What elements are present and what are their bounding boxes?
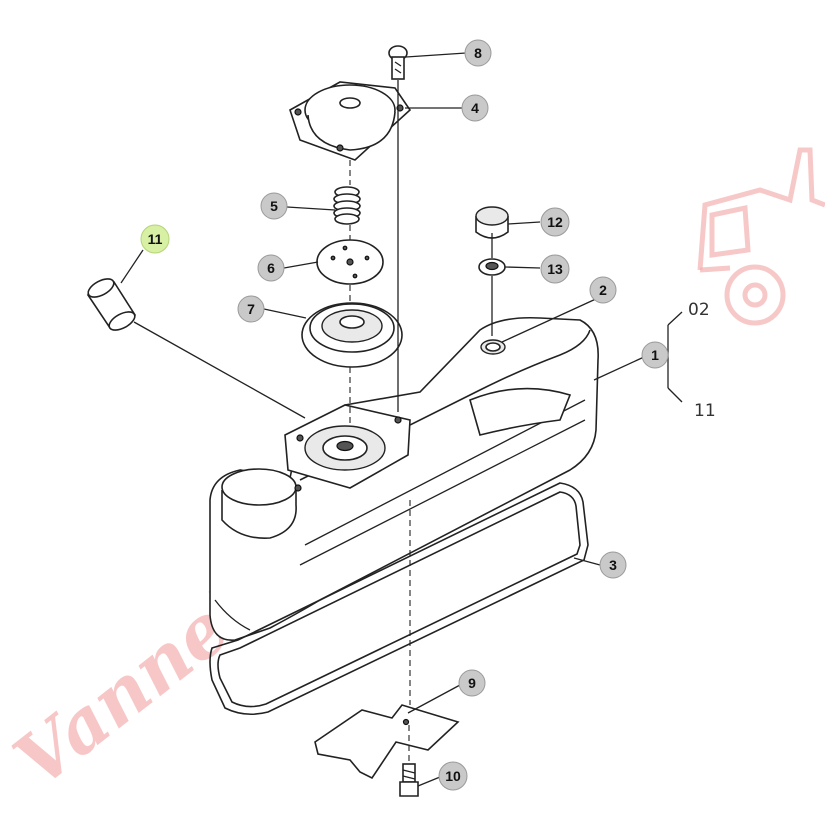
part-11-pipe: [86, 278, 137, 331]
callout-4[interactable]: 4: [461, 94, 489, 122]
callout-6[interactable]: 6: [257, 254, 285, 282]
callout-8[interactable]: 8: [464, 39, 492, 67]
bracket: 02 11: [667, 300, 716, 421]
callout-12[interactable]: 12: [540, 207, 570, 237]
callout-2-label: 2: [599, 282, 607, 298]
assembly-lines: [133, 80, 493, 764]
tractor-watermark-icon: [697, 147, 825, 326]
callout-7-label: 7: [247, 301, 255, 317]
part-1-rocker-cover: [209, 316, 599, 641]
callout-5-label: 5: [270, 198, 278, 214]
part-5-spring: [333, 186, 361, 225]
callout-4-label: 4: [471, 100, 479, 116]
part-6-plate: [316, 239, 384, 285]
callout-9-label: 9: [468, 675, 476, 691]
callout-5[interactable]: 5: [260, 192, 288, 220]
part-8-bolt: [388, 45, 408, 80]
bracket-label-top: 02: [688, 300, 710, 320]
part-9-plate: [314, 704, 460, 780]
callout-leaders: [120, 52, 645, 787]
callout-7[interactable]: 7: [237, 295, 265, 323]
callout-12-label: 12: [547, 214, 563, 230]
callout-11-label: 11: [148, 231, 163, 247]
callout-3-label: 3: [609, 557, 617, 573]
callout-6-label: 6: [267, 260, 275, 276]
callout-9[interactable]: 9: [458, 669, 486, 697]
callout-10-label: 10: [445, 768, 461, 784]
callout-13-label: 13: [547, 261, 563, 277]
callout-2[interactable]: 2: [589, 276, 617, 304]
part-7-diaphragm: [301, 302, 403, 368]
part-3-gasket: [209, 482, 589, 716]
callout-13[interactable]: 13: [540, 254, 570, 284]
part-13-seal: [478, 258, 506, 276]
callout-1-label: 1: [651, 347, 659, 363]
callout-11[interactable]: 11: [140, 224, 170, 254]
bracket-label-bottom: 11: [694, 401, 716, 421]
callout-10[interactable]: 10: [438, 761, 468, 791]
part-4-breather-cover: [289, 81, 412, 161]
callout-8-label: 8: [474, 45, 482, 61]
callout-1[interactable]: 1: [641, 341, 669, 369]
callout-3[interactable]: 3: [599, 551, 627, 579]
part-10-bolt: [399, 763, 419, 797]
